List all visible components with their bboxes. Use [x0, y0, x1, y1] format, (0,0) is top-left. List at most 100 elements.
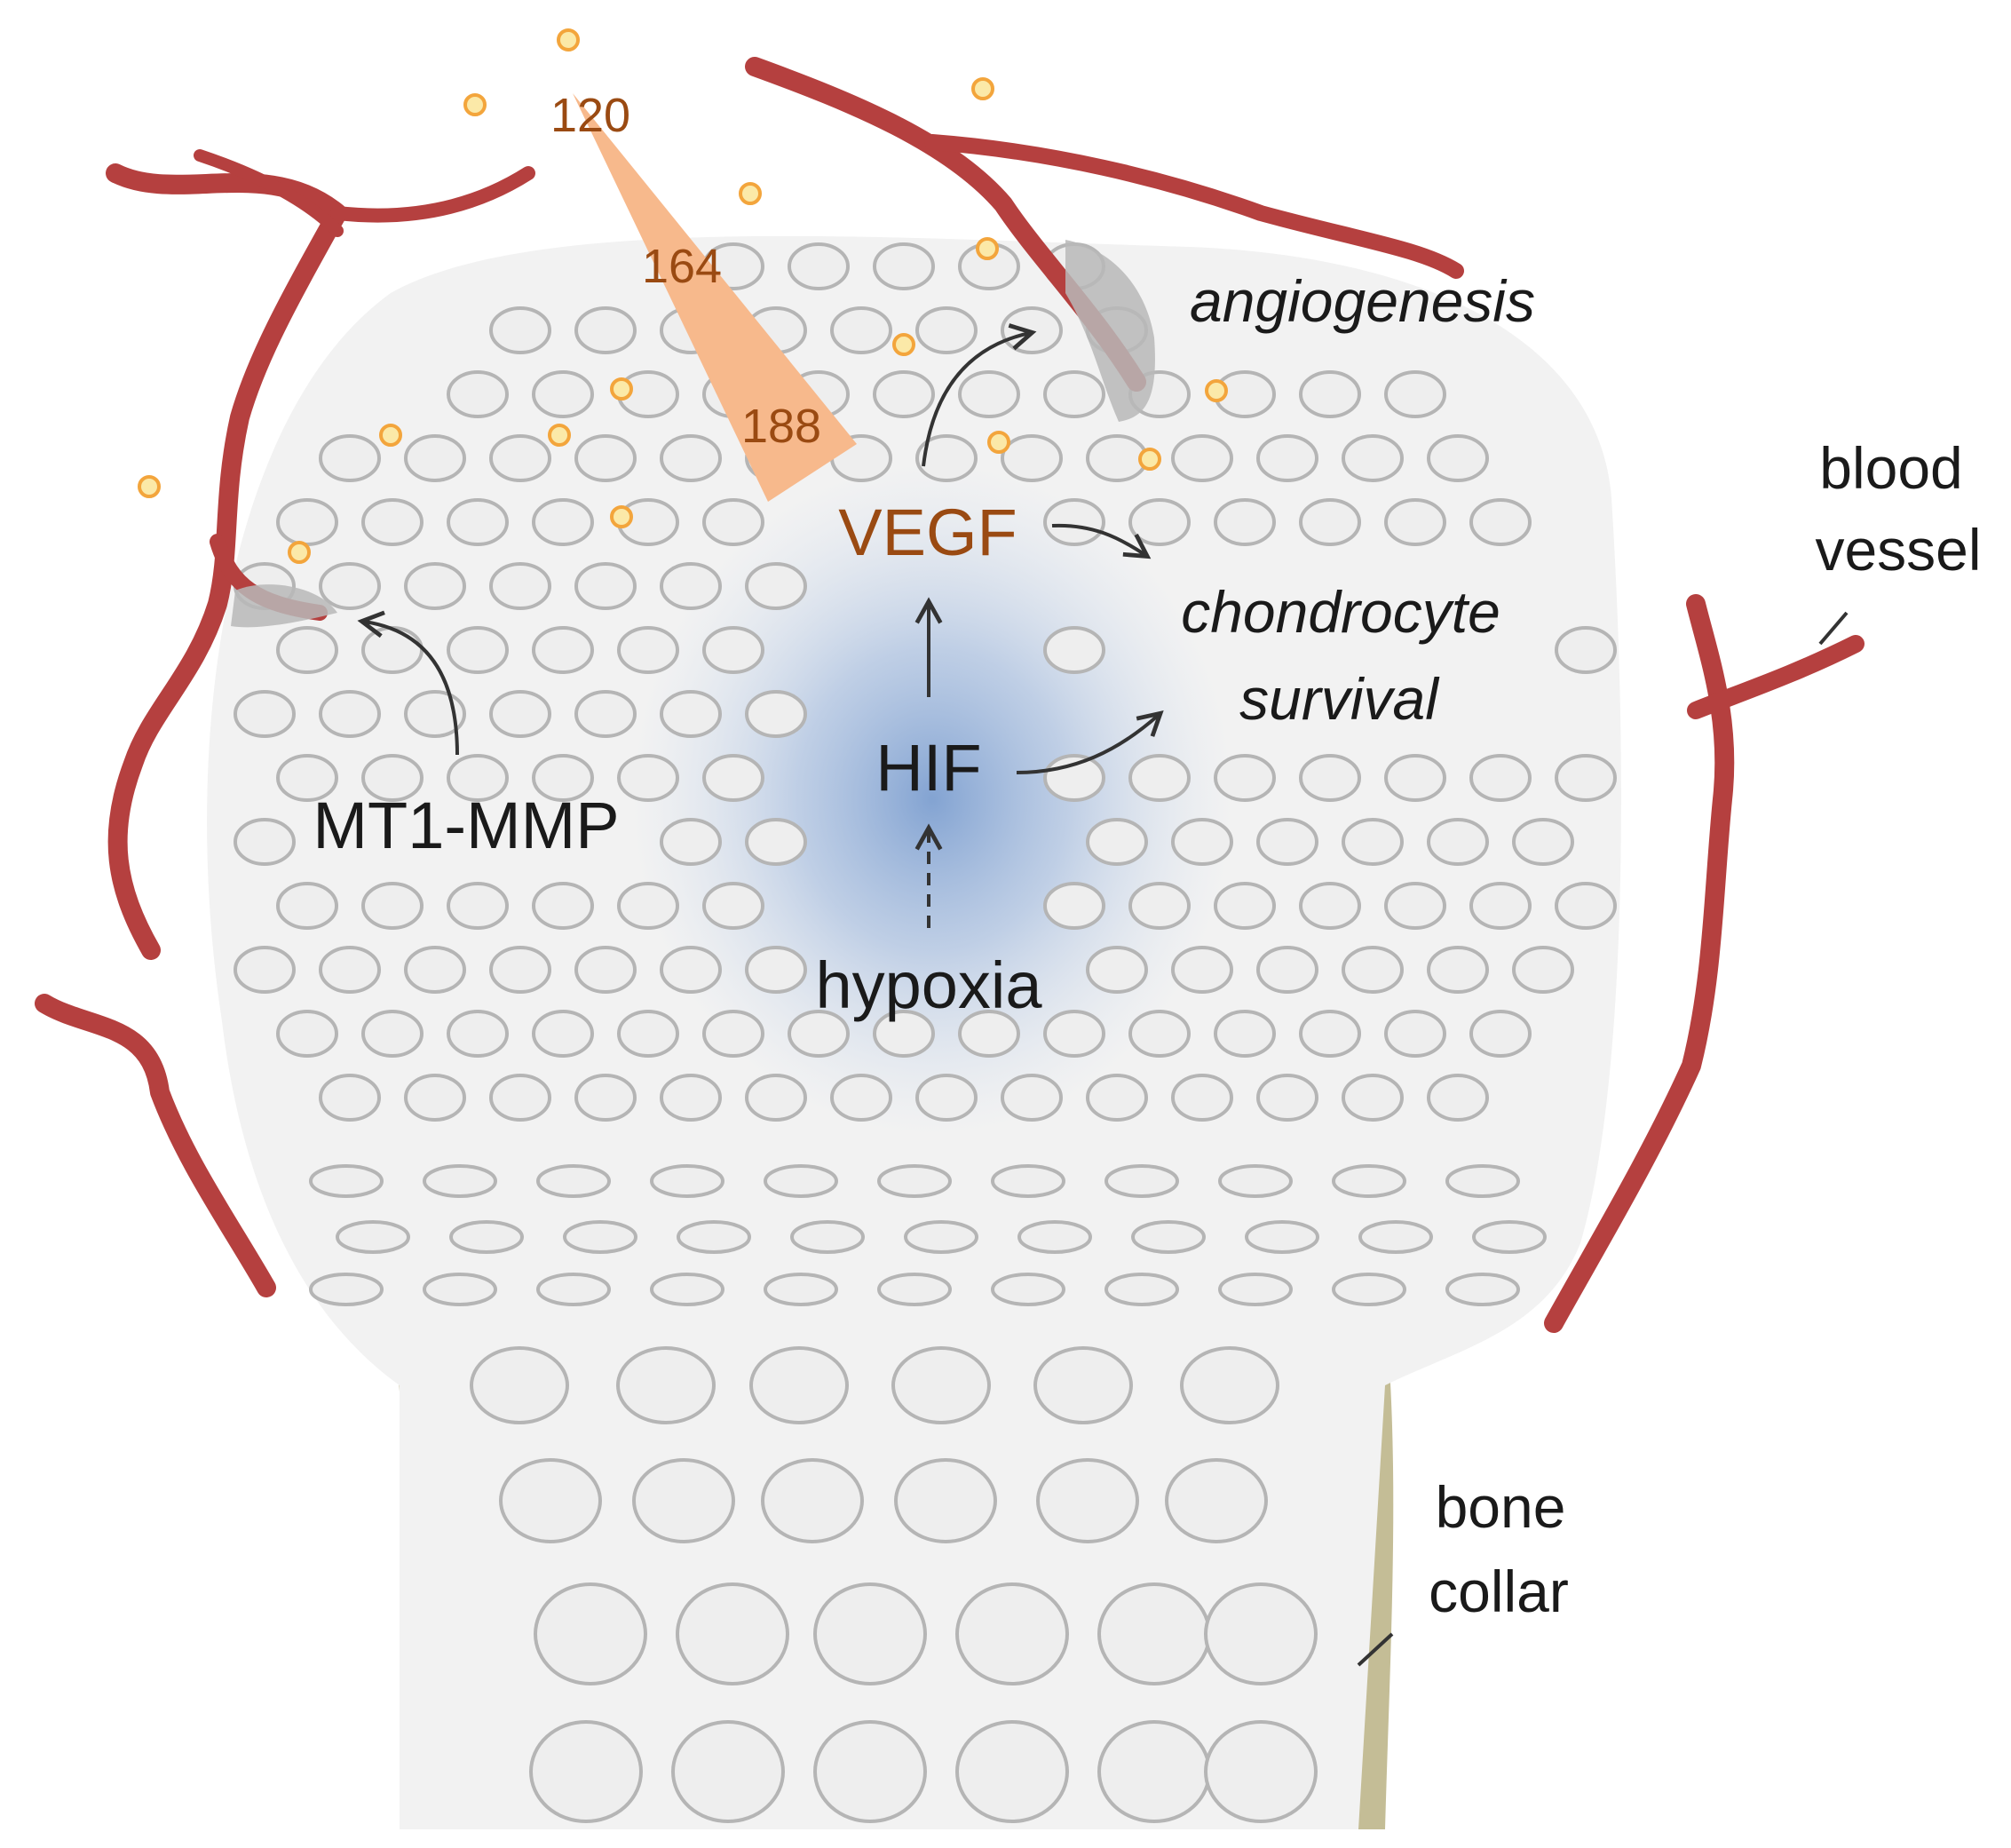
chondrocyte-cell [1165, 1458, 1268, 1543]
chondrocyte-cell [873, 242, 935, 290]
chondrocyte-cell [1218, 1273, 1293, 1306]
angiogenesis-sprout [1065, 240, 1155, 422]
chondrocyte-cell [404, 690, 466, 738]
chondrocyte-cell [991, 1273, 1065, 1306]
vessel-label: vessel [1815, 517, 1981, 583]
chondrocyte-cell [873, 370, 935, 418]
arrow-vegf-chondrocyte [1051, 523, 1152, 559]
chondrocyte-cell [532, 882, 594, 930]
chondrocyte-cell [489, 690, 551, 738]
arrows [357, 323, 1849, 1667]
chondrocyte-cell [563, 1220, 637, 1254]
chondrocyte-cell [309, 1273, 384, 1306]
vegf-dot [1205, 379, 1228, 402]
chondrocyte-cell [1384, 498, 1446, 546]
hif-label: HIF [875, 731, 981, 805]
chondrocyte-cell [955, 1720, 1069, 1823]
collar-label: collar [1429, 1559, 1569, 1624]
chondrocyte-cell [761, 1458, 864, 1543]
chondrocyte-cell [1171, 818, 1233, 866]
chondrocyte-cell [1469, 754, 1532, 802]
chondrocyte-cell [1043, 626, 1105, 674]
chondrocyte-cell [1214, 498, 1276, 546]
chondrocyte-cell [532, 498, 594, 546]
vegf-dot [288, 541, 311, 564]
blood-vessel-branch-left-2 [330, 166, 535, 223]
vegf-dot [1138, 448, 1161, 471]
chondrocyte-cell [532, 754, 594, 802]
vegf-dot [892, 333, 915, 356]
chondrocyte-cell [1427, 434, 1489, 482]
chondrocytes [234, 242, 1617, 1823]
chondrocyte-cell [449, 1220, 524, 1254]
chondrocyte-cell [361, 882, 424, 930]
chondrocyte-cell [660, 818, 722, 866]
chondrocyte-cell [1427, 818, 1489, 866]
chondrocyte-label: chondrocyte [1181, 579, 1500, 645]
chondrocyte-cell [1171, 1074, 1233, 1122]
chondrocyte-cell [915, 1074, 978, 1122]
chondrocyte-cell [276, 498, 338, 546]
chondrocyte-cell [234, 818, 296, 866]
chondrocyte-cell [574, 434, 637, 482]
mmp-sprout [231, 584, 337, 628]
chondrocyte-cell [532, 1010, 594, 1058]
chondrocyte-cell [1256, 818, 1318, 866]
chondrocyte-cell [489, 306, 551, 354]
chondrocyte-cell [489, 434, 551, 482]
chondrocyte-cell [1001, 1074, 1063, 1122]
chondrocyte-cell [1358, 1220, 1433, 1254]
hypoxia-label: hypoxia [815, 948, 1042, 1022]
chondrocyte-cell [1469, 1010, 1532, 1058]
chondrocyte-cell [1104, 1164, 1179, 1198]
chondrocyte-cell [660, 562, 722, 610]
chondrocyte-cell [788, 1010, 850, 1058]
chondrocyte-cell [873, 1010, 935, 1058]
vegf-dot [610, 377, 633, 401]
chondrocyte-cell [361, 1010, 424, 1058]
chondrocyte-cell [915, 434, 978, 482]
chondrocyte-cell [276, 626, 338, 674]
chondrocyte-cell [1299, 1010, 1361, 1058]
chondrocyte-cell [617, 1010, 679, 1058]
chondrocyte-cell [1469, 882, 1532, 930]
chondrocyte-cell [319, 690, 381, 738]
chondrocyte-cell [336, 1220, 410, 1254]
chondrocyte-cell [1131, 1220, 1206, 1254]
chondrocyte-cell [745, 818, 807, 866]
isoform-label-164: 164 [642, 240, 722, 293]
chondrocyte-cell [1128, 754, 1191, 802]
chondrocyte-cell [955, 1582, 1069, 1685]
chondrocyte-cell [1001, 434, 1063, 482]
chondrocyte-cell [1342, 946, 1404, 994]
chondrocyte-cell [470, 1346, 569, 1424]
vegf-dot [610, 505, 633, 528]
chondrocyte-cell [574, 306, 637, 354]
chondrocyte-cell [534, 1582, 647, 1685]
vegf-dot [138, 475, 161, 498]
chondrocyte-cell [1299, 370, 1361, 418]
chondrocyte-cell [447, 1010, 509, 1058]
chondrocyte-cell [529, 1720, 643, 1823]
chondrocyte-cell [499, 1458, 602, 1543]
chondrocyte-cell [1128, 1010, 1191, 1058]
chondrocyte-cell [447, 882, 509, 930]
chondrocyte-cell [1256, 946, 1318, 994]
chondrocyte-cell [1043, 882, 1105, 930]
chondrocyte-cell [1469, 498, 1532, 546]
vegf-dot [548, 424, 571, 447]
chondrocyte-cell [1128, 882, 1191, 930]
chondrocyte-cell [1384, 1010, 1446, 1058]
chondrocyte-cell [660, 1074, 722, 1122]
blood-label: blood [1819, 435, 1963, 501]
mt1-mmp-label: MT1-MMP [313, 789, 619, 862]
chondrocyte-cell [749, 1346, 849, 1424]
chondrocyte-cell [1086, 434, 1148, 482]
blood-vessel-branch-top-left [194, 149, 344, 237]
chondrocyte-cell [1555, 626, 1617, 674]
chondrocyte-cell [1384, 882, 1446, 930]
chondrocyte-cell [1445, 1164, 1520, 1198]
arrow-vegf-angiogenesis [922, 323, 1037, 467]
chondrocyte-cell [991, 1164, 1065, 1198]
chondrocyte-cell [489, 946, 551, 994]
